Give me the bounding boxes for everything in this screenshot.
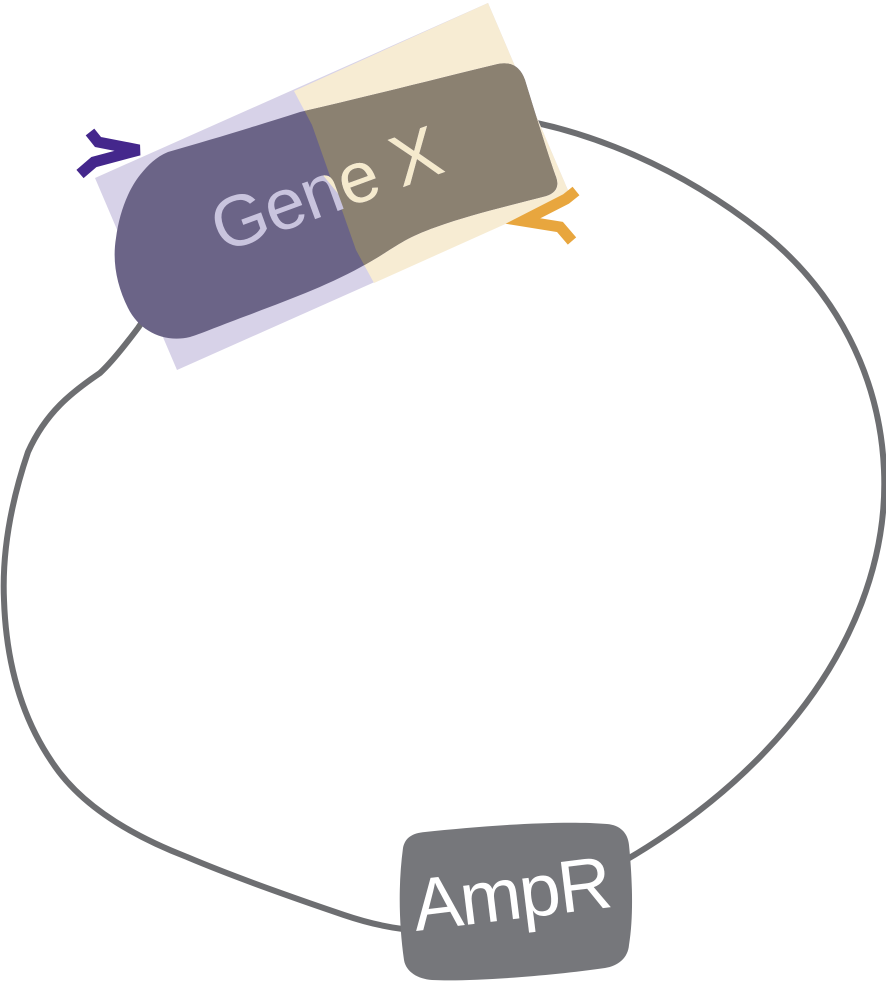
- ampr-box: [399, 822, 633, 981]
- purple-arrow-icon: [76, 128, 141, 179]
- orange-arrow-icon: [505, 186, 580, 245]
